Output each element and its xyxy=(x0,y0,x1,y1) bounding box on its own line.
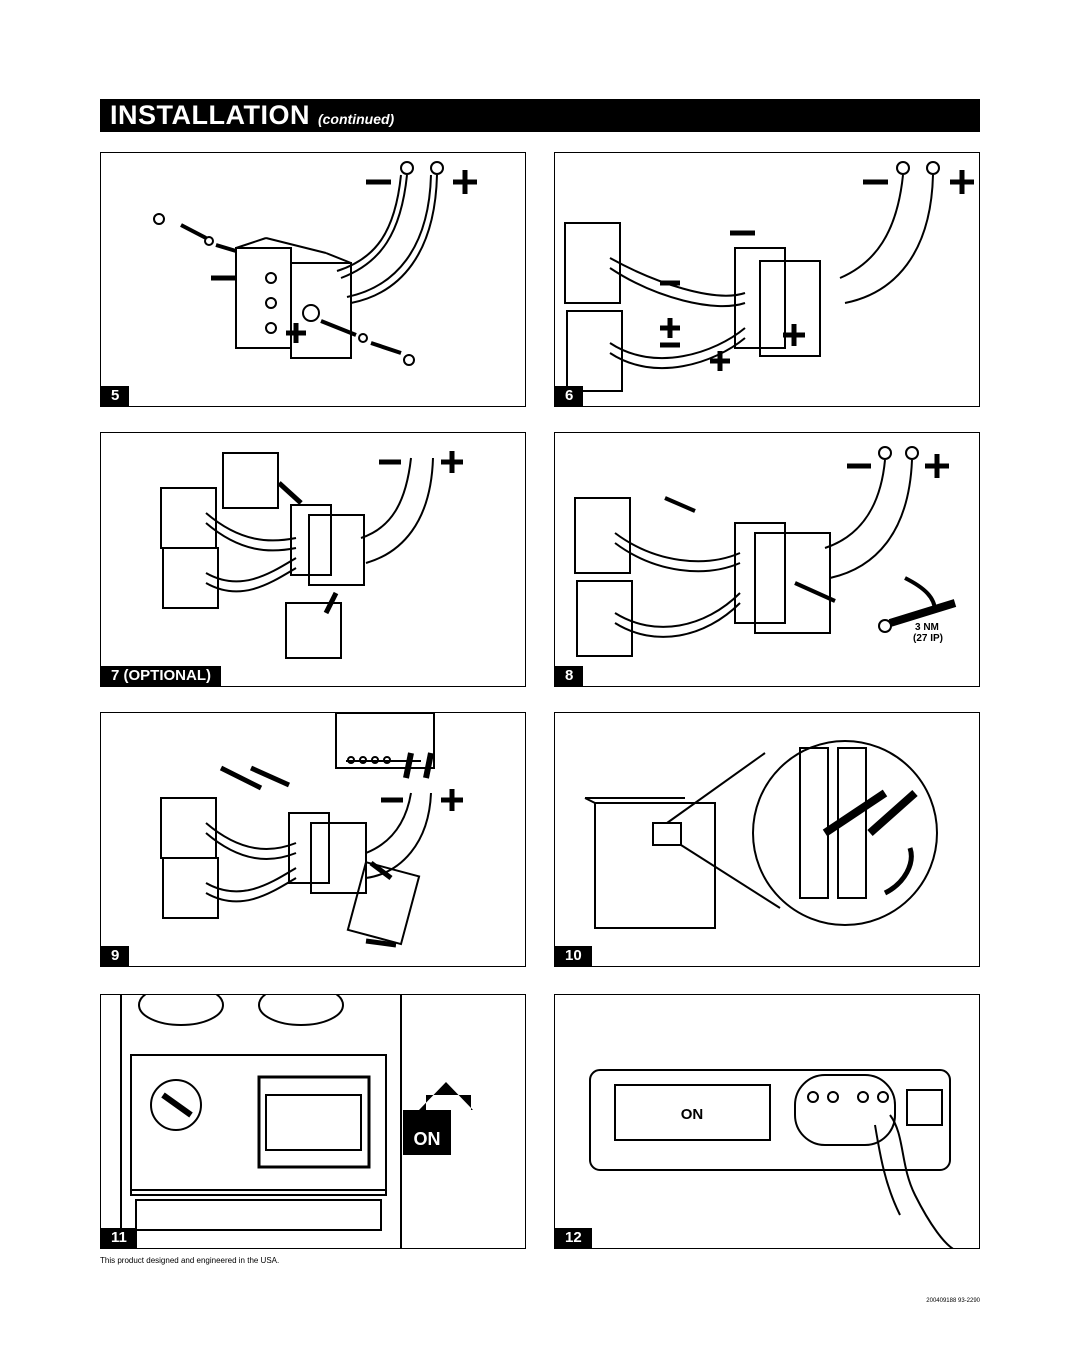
step-5-panel: 5 xyxy=(100,152,526,407)
torque-label: 3 NM xyxy=(915,622,939,633)
step-6-panel: 6 xyxy=(554,152,980,407)
step-9-illustration xyxy=(160,713,463,948)
step-9-panel: 9 xyxy=(100,712,526,967)
step-6-number: 6 xyxy=(555,386,584,406)
step-12-panel: ON 12 xyxy=(554,994,980,1249)
step-7-illustration xyxy=(160,451,463,659)
step-7-panel: 7 (OPTIONAL) xyxy=(100,432,526,687)
header-subtitle: (continued) xyxy=(317,111,395,127)
step-12-number: 12 xyxy=(555,1228,592,1248)
step-12-illustration: ON xyxy=(589,1069,954,1248)
display-label: ON xyxy=(681,1106,704,1123)
step-5-number: 5 xyxy=(101,386,130,406)
step-9-number: 9 xyxy=(101,946,130,966)
step-6-illustration xyxy=(564,161,974,392)
step-7-number: 7 (OPTIONAL) xyxy=(101,666,221,686)
step-10-number: 10 xyxy=(555,946,592,966)
footer-text: This product designed and engineered in … xyxy=(100,1256,280,1265)
step-8-panel: 3 NM (27 IP) 8 xyxy=(554,432,980,687)
step-8-number: 8 xyxy=(555,666,584,686)
step-10-panel: 10 xyxy=(554,712,980,967)
step-10-illustration xyxy=(584,740,938,929)
document-number: 200409188 93-2290 xyxy=(926,1298,980,1304)
header-title: INSTALLATION xyxy=(110,100,310,130)
step-5-illustration xyxy=(153,161,477,366)
torque-alt-label: (27 IP) xyxy=(913,633,943,644)
step-11-panel: ON 11 xyxy=(100,994,526,1249)
on-button-label: ON xyxy=(414,1129,441,1149)
step-8-illustration: 3 NM (27 IP) xyxy=(574,446,957,657)
section-header: INSTALLATION (continued) xyxy=(100,99,980,132)
step-11-number: 11 xyxy=(101,1228,137,1248)
step-11-illustration: ON xyxy=(120,995,473,1248)
